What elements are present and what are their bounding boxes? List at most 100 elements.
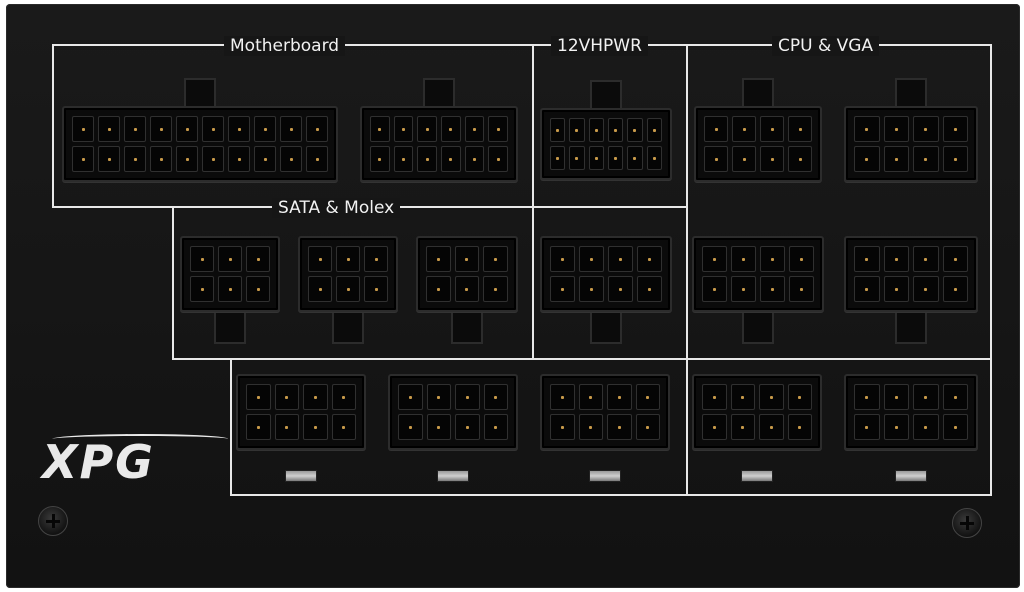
pcie-connector-pin — [331, 414, 356, 440]
sata-molex-label: SATA & Molex — [272, 198, 401, 218]
sata-molex-connector-pin — [426, 276, 451, 302]
motherboard-connector-pin — [72, 116, 94, 142]
pcie-connector-pin — [455, 384, 480, 410]
pcie-connector-pin — [854, 246, 880, 272]
cpu-vga-connector-pin — [760, 116, 784, 142]
motherboard-connector-pin — [488, 146, 508, 172]
pcie-connector-pin — [913, 276, 939, 302]
pcie-connector-pin — [303, 384, 328, 410]
logo-text: XPG — [42, 435, 155, 489]
pcie-connector-pin — [274, 384, 299, 410]
sata-molex-connector-pin — [483, 276, 508, 302]
pcie-connector-pin — [398, 414, 423, 440]
motherboard-connector-pin — [488, 116, 508, 142]
pcie-connector-pin — [635, 414, 660, 440]
cpu-vga-connector-latch — [742, 78, 774, 108]
motherboard-connector-pin — [254, 146, 276, 172]
pcie-connector-pin — [913, 384, 939, 410]
motherboard-connector-pin — [254, 116, 276, 142]
sata-molex-connector-pin — [364, 246, 388, 272]
pcie-connector-pin — [731, 246, 756, 272]
pcie-connector-pin — [274, 414, 299, 440]
twelve-vhpwr-connector-pin — [569, 118, 585, 142]
cpu-vga-connector-latch — [895, 78, 927, 108]
twelve-vhpwr-connector-pin — [550, 118, 566, 142]
motherboard-connector-pin — [417, 146, 437, 172]
sata-molex-connector-pin — [483, 246, 508, 272]
sata-molex-connector-latch — [332, 310, 364, 344]
sata-molex-connector-pin — [426, 246, 451, 272]
sata-molex-connector-pin — [454, 246, 480, 272]
motherboard-connector-pin — [280, 116, 302, 142]
motherboard-connector-pin — [176, 116, 198, 142]
motherboard-connector-pin — [202, 146, 224, 172]
motherboard-connector-pin — [370, 116, 390, 142]
cpu-vga-connector-pin — [883, 116, 909, 142]
twelve-vhpwr-connector-pin — [550, 146, 566, 170]
motherboard-connector-pin — [98, 116, 120, 142]
pcie-connector-pin — [607, 384, 632, 410]
motherboard-connector-pin — [393, 146, 414, 172]
motherboard-connector-pin — [72, 146, 94, 172]
sata-molex-connector-pin — [336, 276, 360, 302]
pcie-connector-pin — [787, 414, 812, 440]
pcie-connector-pin — [789, 246, 814, 272]
twelve-vhpwr-connector-pin — [646, 146, 662, 170]
twelve-vhpwr-connector-pin — [608, 146, 624, 170]
pcie-connector-pin — [913, 246, 939, 272]
pcie-connector-pin — [398, 384, 423, 410]
pcie-connector-pin — [883, 246, 909, 272]
pcie-connector-pin — [578, 414, 603, 440]
pcie-connector-pin — [883, 276, 909, 302]
cpu-vga-connector-pin — [732, 116, 756, 142]
screw-icon — [38, 506, 68, 536]
pcie-connector-pin — [426, 414, 451, 440]
pcie-connector-pin — [854, 276, 880, 302]
pcie-connector-pin — [913, 414, 939, 440]
pcie-connector-pin — [942, 276, 968, 302]
pcie-connector-pin — [608, 246, 633, 272]
motherboard-connector-pin — [441, 146, 461, 172]
pcie-connector-clip — [437, 470, 469, 482]
pcie-connector-pin — [635, 384, 660, 410]
pcie-connector-clip — [285, 470, 317, 482]
cpu-vga-connector-pin — [760, 146, 784, 172]
pcie-connector-pin — [246, 384, 271, 410]
motherboard-connector-pin — [464, 116, 485, 142]
motherboard-connector-pin — [306, 146, 328, 172]
motherboard-connector-pin — [393, 116, 414, 142]
pcie-connector-pin — [483, 384, 508, 410]
pcie-connector-pin — [759, 384, 784, 410]
pcie-connector-pin — [637, 246, 662, 272]
twelve-vhpwr-connector-pin — [627, 118, 643, 142]
twelve-vhpwr-connector-pin — [588, 118, 604, 142]
pcie-connector-pin — [607, 414, 632, 440]
pcie-connector-pin — [483, 414, 508, 440]
pcie-connector-clip — [589, 470, 621, 482]
twelve-vhpwr-connector-pin — [646, 118, 662, 142]
motherboard-connector-pin — [150, 146, 172, 172]
cpu-vga-connector-pin — [704, 146, 728, 172]
bottom-row-outline — [230, 358, 992, 496]
pcie-connector-pin — [854, 384, 880, 410]
pcie-connector-pin — [731, 276, 756, 302]
cpu-vga-label: CPU & VGA — [772, 36, 880, 56]
twelve-vhpwr-connector-pin — [569, 146, 585, 170]
cpu-vga-connector-pin — [854, 146, 880, 172]
pcie-connector-pin — [787, 384, 812, 410]
sata-molex-connector-pin — [454, 276, 480, 302]
pcie-connector-pin — [854, 414, 880, 440]
pcie-connector-latch — [590, 310, 622, 344]
cpu-vga-connector-pin — [732, 146, 756, 172]
sata-molex-connector-pin — [190, 246, 214, 272]
motherboard-connector-latch — [423, 78, 455, 108]
pcie-connector-pin — [702, 414, 727, 440]
pcie-connector-latch — [742, 310, 774, 344]
pcie-connector-pin — [730, 414, 755, 440]
twelve-vhpwr-connector-pin — [588, 146, 604, 170]
pcie-connector-pin — [883, 414, 909, 440]
pcie-connector-pin — [789, 276, 814, 302]
motherboard-connector-pin — [228, 116, 250, 142]
pcie-connector-latch — [895, 310, 927, 344]
pcie-connector-pin — [303, 414, 328, 440]
